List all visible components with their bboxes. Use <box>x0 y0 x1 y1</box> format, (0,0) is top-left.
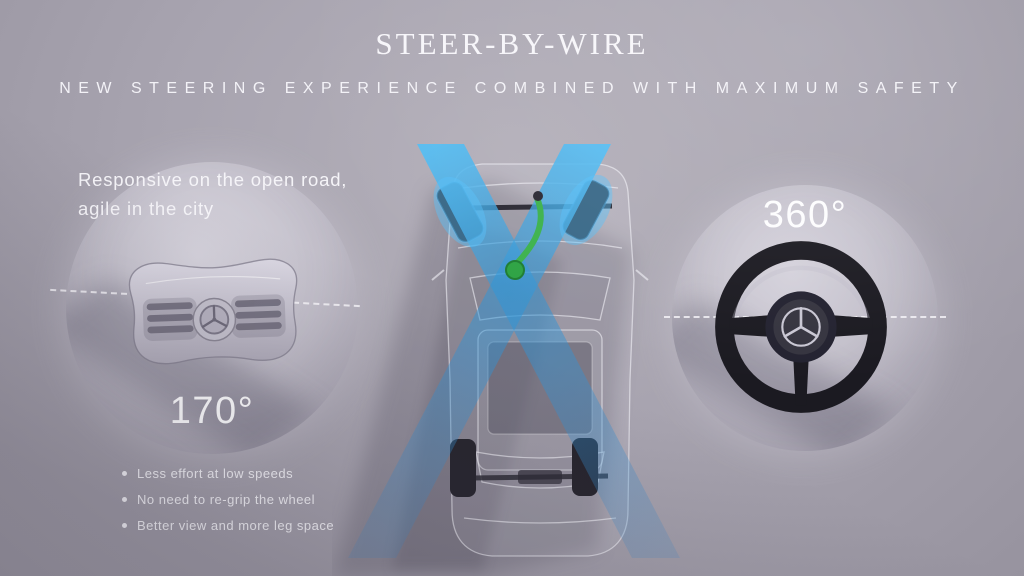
benefit-item: No need to re-grip the wheel <box>122 492 334 507</box>
steering-column-green <box>505 191 544 280</box>
benefit-item: Better view and more leg space <box>122 518 334 533</box>
yoke-steering-wheel-icon <box>128 258 298 365</box>
bullet-dot <box>122 523 127 528</box>
benefit-item: Less effort at low speeds <box>122 466 334 481</box>
mercedes-star-icon <box>192 297 237 342</box>
wheel-angle-label: 360° <box>762 194 848 236</box>
mercedes-star-icon <box>781 306 821 347</box>
page-subtitle: NEW STEERING EXPERIENCE COMBINED WITH MA… <box>59 80 965 97</box>
yoke-grip-vents <box>146 299 282 334</box>
benefit-text: Less effort at low speeds <box>137 466 294 481</box>
caption-line-1: Responsive on the open road, <box>78 169 348 190</box>
yoke-angle-label: 170° <box>169 390 255 432</box>
round-steering-wheel-icon <box>715 241 887 413</box>
benefit-text: No need to re-grip the wheel <box>137 492 316 507</box>
rear-left-wheel <box>450 439 476 497</box>
steering-beam-right <box>348 144 611 558</box>
caption-open-road: Responsive on the open road, agile in th… <box>78 166 347 223</box>
car-top-view <box>334 144 680 576</box>
steering-beam-left <box>417 144 680 558</box>
benefit-text: Better view and more leg space <box>137 518 335 533</box>
benefit-list: Less effort at low speeds No need to re-… <box>122 466 334 544</box>
page-title: STEER-BY-WIRE <box>375 26 649 61</box>
bullet-dot <box>122 497 127 502</box>
caption-line-2: agile in the city <box>78 197 214 219</box>
bullet-dot <box>122 471 127 476</box>
